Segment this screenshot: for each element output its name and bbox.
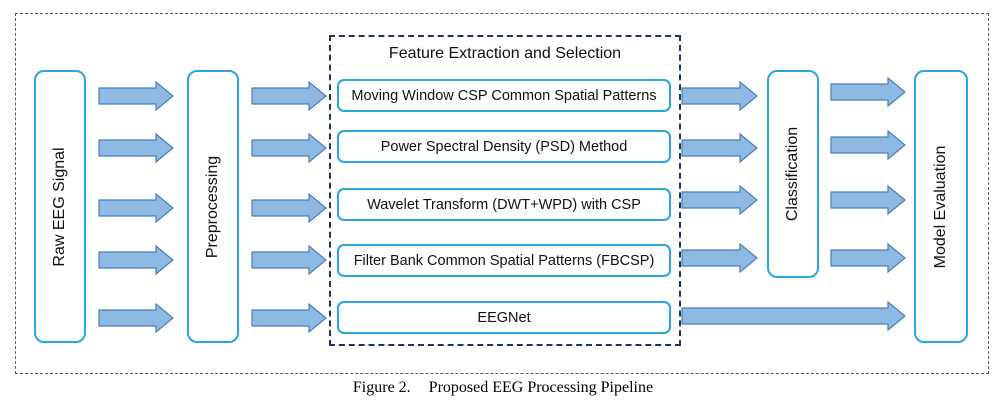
arrow-features-to-classification-3 bbox=[681, 184, 758, 216]
arrow-raw-to-preprocessing-5 bbox=[98, 302, 174, 334]
model-evaluation-box: Model Evaluation bbox=[914, 70, 968, 343]
figure-caption-label: Figure 2. bbox=[352, 379, 411, 396]
preprocessing-box: Preprocessing bbox=[187, 70, 239, 343]
feature-extraction-title: Feature Extraction and Selection bbox=[388, 45, 622, 62]
arrow-features-to-classification-2 bbox=[681, 132, 758, 164]
method-box-wavelet-csp: Wavelet Transform (DWT+WPD) with CSP bbox=[337, 188, 671, 221]
figure-caption: Figure 2. Proposed EEG Processing Pipelin… bbox=[0, 379, 1006, 397]
figure-caption-text: Proposed EEG Processing Pipeline bbox=[428, 379, 654, 396]
arrow-classification-to-evaluation-3 bbox=[830, 184, 906, 216]
arrow-raw-to-preprocessing-2 bbox=[98, 132, 174, 164]
arrow-preprocessing-to-features-3 bbox=[251, 192, 327, 224]
method-box-eegnet: EEGNet bbox=[337, 301, 671, 334]
arrow-preprocessing-to-features-5 bbox=[251, 302, 327, 334]
arrow-eegnet-to-evaluation bbox=[681, 300, 906, 332]
method-box-moving-window-csp: Moving Window CSP Common Spatial Pattern… bbox=[337, 79, 671, 112]
arrow-classification-to-evaluation-2 bbox=[830, 129, 906, 161]
classification-box: Classification bbox=[767, 70, 819, 278]
arrow-raw-to-preprocessing-1 bbox=[98, 80, 174, 112]
feature-extraction-group bbox=[329, 35, 681, 346]
method-box-psd: Power Spectral Density (PSD) Method bbox=[337, 130, 671, 163]
arrow-features-to-classification-4 bbox=[681, 242, 758, 274]
arrow-features-to-classification-1 bbox=[681, 80, 758, 112]
arrow-preprocessing-to-features-4 bbox=[251, 244, 327, 276]
arrow-raw-to-preprocessing-3 bbox=[98, 192, 174, 224]
arrow-preprocessing-to-features-1 bbox=[251, 80, 327, 112]
method-box-fbcsp: Filter Bank Common Spatial Patterns (FBC… bbox=[337, 244, 671, 277]
arrow-classification-to-evaluation-4 bbox=[830, 242, 906, 274]
arrow-raw-to-preprocessing-4 bbox=[98, 244, 174, 276]
diagram-frame bbox=[15, 13, 989, 374]
raw-eeg-signal-box: Raw EEG Signal bbox=[34, 70, 86, 343]
arrow-preprocessing-to-features-2 bbox=[251, 132, 327, 164]
arrow-classification-to-evaluation-1 bbox=[830, 76, 906, 108]
